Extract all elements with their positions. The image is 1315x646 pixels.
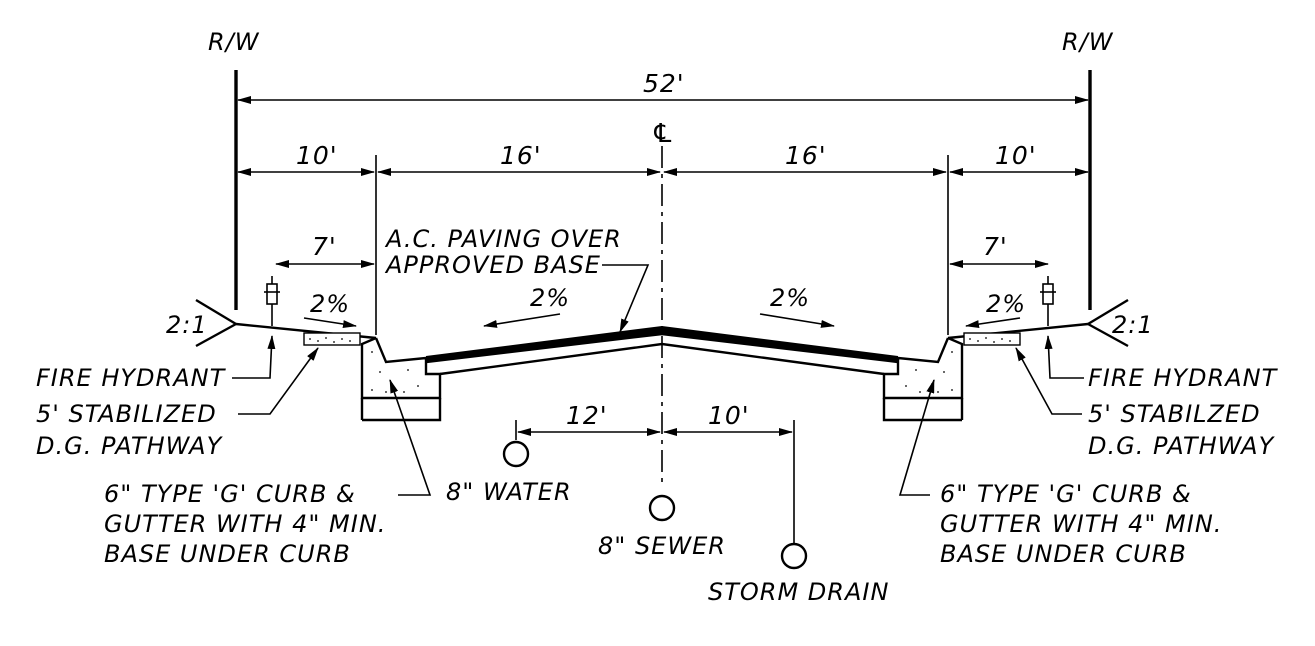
rw-label-left: R/W: [208, 28, 260, 56]
pathway-right-line1: 5' STABILZED: [1088, 400, 1261, 428]
curb-left-line1: 6" TYPE 'G' CURB &: [104, 480, 356, 508]
fire-hydrant-right-leader: [1044, 335, 1084, 379]
slope-arrow-right-road: [759, 313, 835, 328]
fire-hydrant-right-label: FIRE HYDRANT: [1088, 364, 1279, 392]
slope-left-walk: 2%: [310, 290, 350, 318]
dim-left-lane: 16': [500, 141, 542, 170]
slope-arrow-left-road: [483, 313, 561, 328]
left-sidewalk-curb: [235, 322, 442, 422]
sewer-pipe-symbol: [648, 494, 676, 522]
ac-paving: [425, 326, 899, 422]
curb-right-line2: GUTTER WITH 4" MIN.: [940, 510, 1222, 538]
curb-left-line3: BASE UNDER CURB: [104, 540, 351, 568]
slope-arrow-left-walk: [303, 317, 357, 328]
paving-label-line2: APPROVED BASE: [384, 251, 601, 279]
fire-hydrant-left-leader: [232, 335, 276, 379]
fire-hydrant-left-symbol: [264, 276, 280, 326]
sewer-label: 8" SEWER: [598, 532, 726, 560]
curb-right-leader: [898, 379, 935, 496]
pathway-right-line2: D.G. PATHWAY: [1088, 432, 1276, 460]
curb-left-line2: GUTTER WITH 4" MIN.: [104, 510, 386, 538]
curb-right-line1: 6" TYPE 'G' CURB &: [940, 480, 1192, 508]
slope-line-right-down: [1087, 322, 1129, 348]
paving-label-line1: A.C. PAVING OVER: [384, 225, 622, 253]
curb-right-line3: BASE UNDER CURB: [940, 540, 1187, 568]
slope-right-walk: 2%: [986, 290, 1026, 318]
dim-storm-offset: 10': [708, 401, 750, 430]
slope-right-road: 2%: [770, 284, 810, 312]
storm-drain-pipe-symbol: [780, 542, 808, 570]
fire-hydrant-right-symbol: [1040, 276, 1056, 326]
slope-line-right-up: [1087, 298, 1129, 326]
right-sidewalk-curb: [882, 322, 1089, 422]
water-label: 8" WATER: [446, 478, 572, 506]
slope-line-left-down: [195, 322, 237, 348]
pathway-left-line1: 5' STABILIZED: [36, 400, 217, 428]
storm-drain-label: STORM DRAIN: [708, 578, 889, 606]
dim-left-path: 7': [312, 232, 337, 261]
dim-left-side: 10': [296, 141, 338, 170]
water-pipe-symbol: [502, 440, 530, 468]
slope-line-left-up: [195, 298, 237, 326]
slope-arrow-right-walk: [965, 317, 1021, 329]
grade-left: 2:1: [166, 311, 208, 339]
centerline-symbol: ℄: [651, 119, 675, 149]
pathway-right-leader: [1015, 347, 1082, 415]
rw-label-right: R/W: [1062, 28, 1114, 56]
paving-leader: [602, 264, 650, 333]
fire-hydrant-left-label: FIRE HYDRANT: [36, 364, 227, 392]
grade-right: 2:1: [1112, 311, 1154, 339]
dim-total-width: 52': [643, 69, 685, 98]
dim-water-offset: 12': [566, 401, 608, 430]
dim-right-path: 7': [983, 232, 1008, 261]
pathway-left-leader: [238, 347, 319, 415]
dim-right-lane: 16': [785, 141, 827, 170]
pathway-left-line2: D.G. PATHWAY: [36, 432, 224, 460]
curb-left-leader: [389, 379, 432, 496]
dim-right-side: 10': [995, 141, 1037, 170]
slope-left-road: 2%: [530, 284, 570, 312]
